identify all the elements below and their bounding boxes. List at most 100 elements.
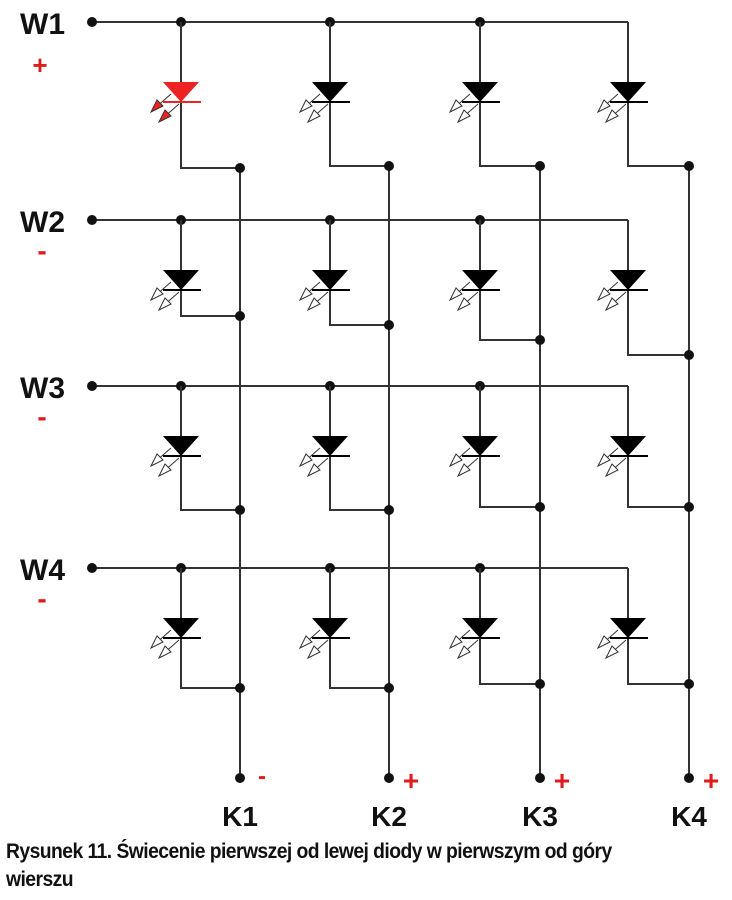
led-diode: [149, 381, 245, 515]
diode-triangle: [462, 270, 498, 290]
light-arrow-head: [298, 453, 313, 468]
diode-triangle: [610, 270, 646, 290]
column-terminal-dot: [535, 773, 545, 783]
light-arrow-head: [448, 453, 463, 468]
column-label: K1: [222, 801, 258, 832]
light-arrow-head: [604, 645, 619, 660]
column-terminal-dot: [384, 773, 394, 783]
diode-triangle: [462, 82, 498, 102]
diode-wire: [329, 386, 389, 511]
row-label: W1: [20, 8, 65, 41]
bus-junction-dot: [684, 502, 694, 512]
bus-junction-dot: [384, 505, 394, 515]
led-diode: [448, 381, 545, 512]
diode-triangle: [610, 618, 646, 638]
row-polarity: -: [37, 583, 46, 614]
bus-junction-dot: [235, 163, 245, 173]
light-arrow-head: [149, 287, 164, 302]
bus-junction-dot: [235, 311, 245, 321]
light-arrow-head: [149, 635, 164, 650]
diode-triangle: [462, 618, 498, 638]
light-arrow-head: [604, 109, 619, 124]
row-polarity: -: [37, 401, 46, 432]
light-arrow-head: [157, 109, 172, 124]
column-terminal-dot: [235, 773, 245, 783]
light-arrow-head: [157, 297, 172, 312]
bus-junction-dot: [384, 320, 394, 330]
diode-triangle: [312, 82, 348, 102]
led-diode-lit: [149, 17, 245, 173]
bus-junction-dot: [235, 683, 245, 693]
light-arrow-head: [456, 109, 471, 124]
column-polarity: -: [258, 763, 266, 790]
led-diode: [298, 215, 394, 330]
diode-triangle: [163, 436, 199, 456]
bus-junction-dot: [684, 161, 694, 171]
led-diode: [596, 220, 694, 360]
light-arrow-head: [456, 463, 471, 478]
light-arrow-head: [604, 297, 619, 312]
light-arrow-head: [306, 297, 321, 312]
diode-wire: [627, 220, 689, 356]
column-polarity: +: [703, 765, 719, 796]
light-arrow-head: [596, 99, 611, 114]
diode-triangle: [163, 82, 199, 102]
bus-junction-dot: [535, 161, 545, 171]
diode-wire: [627, 22, 689, 167]
led-diode: [298, 381, 394, 515]
column-terminal-dot: [684, 773, 694, 783]
light-arrow-head: [298, 635, 313, 650]
diode-wire: [479, 386, 540, 508]
bus-junction-dot: [235, 505, 245, 515]
column-polarity: +: [554, 765, 570, 796]
led-diode: [448, 215, 545, 345]
row-terminal-dot: [87, 381, 97, 391]
light-arrow-head: [149, 99, 164, 114]
bus-junction-dot: [384, 161, 394, 171]
column-polarity: +: [403, 765, 419, 796]
light-arrow-head: [596, 635, 611, 650]
led-diode: [298, 563, 394, 693]
led-diode: [149, 215, 245, 321]
diode-triangle: [610, 82, 646, 102]
led-diode: [596, 22, 694, 171]
diode-triangle: [163, 270, 199, 290]
diode-triangle: [312, 270, 348, 290]
led-diode: [596, 386, 694, 512]
light-arrow-head: [306, 645, 321, 660]
bus-junction-dot: [384, 683, 394, 693]
diode-wire: [329, 22, 389, 167]
led-matrix-diagram: K1-K2+K3+K4+W1+W2-W3-W4-: [20, 8, 719, 832]
diode-wire: [180, 386, 240, 511]
light-arrow-head: [448, 99, 463, 114]
light-arrow-head: [298, 287, 313, 302]
light-arrow-head: [604, 463, 619, 478]
light-arrow-head: [306, 463, 321, 478]
column-label: K3: [522, 801, 558, 832]
column-label: K2: [371, 801, 407, 832]
figure-caption: Rysunek 11. Świecenie pierwszej od lewej…: [6, 840, 612, 891]
led-diode: [596, 568, 694, 689]
led-diode: [448, 17, 545, 171]
diode-triangle: [312, 618, 348, 638]
row-label: W4: [20, 554, 65, 587]
light-arrow-head: [306, 109, 321, 124]
row-polarity: -: [37, 235, 46, 266]
light-arrow-head: [157, 463, 172, 478]
light-arrow-head: [448, 635, 463, 650]
row-label: W3: [20, 372, 65, 405]
bus-junction-dot: [684, 350, 694, 360]
led-diode: [149, 563, 245, 693]
row-terminal-dot: [87, 215, 97, 225]
light-arrow-head: [149, 453, 164, 468]
light-arrow-head: [456, 645, 471, 660]
row-polarity: +: [32, 50, 47, 80]
light-arrow-head: [448, 287, 463, 302]
bus-junction-dot: [535, 335, 545, 345]
row-terminal-dot: [87, 17, 97, 27]
diode-triangle: [462, 436, 498, 456]
diode-wire: [180, 220, 240, 317]
led-diode: [298, 17, 394, 171]
led-diode: [448, 563, 545, 689]
light-arrow-head: [157, 645, 172, 660]
